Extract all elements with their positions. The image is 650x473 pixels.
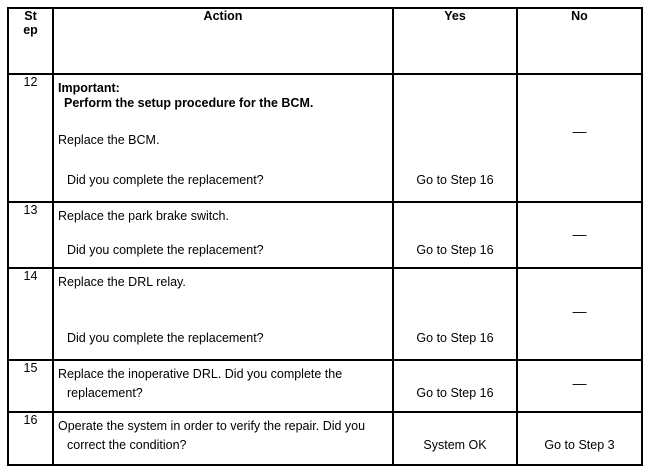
cell-step-number: 16 bbox=[7, 411, 54, 466]
yes-value: Go to Step 16 bbox=[416, 331, 494, 346]
action-line: Replace the BCM. bbox=[58, 133, 160, 147]
column-header-step-line1: St bbox=[24, 9, 37, 23]
cell-action: Operate the system in order to verify th… bbox=[52, 411, 394, 466]
cell-yes: Go to Step 16 bbox=[392, 267, 518, 361]
no-value: Go to Step 3 bbox=[544, 438, 615, 453]
action-line: Replace the inoperative DRL. Did you com… bbox=[58, 366, 343, 381]
table-row: 12 Important: Perform the setup procedur… bbox=[7, 73, 643, 203]
action-line: Perform the setup procedure for the BCM. bbox=[64, 96, 314, 110]
table-row: 14 Replace the DRL relay. Did you comple… bbox=[7, 267, 643, 361]
cell-step-number: 12 bbox=[7, 73, 54, 203]
cell-action: Replace the DRL relay. Did you complete … bbox=[52, 267, 394, 361]
table-row: 16 Operate the system in order to verify… bbox=[7, 411, 643, 466]
cell-step-number: 14 bbox=[7, 267, 54, 361]
column-header-no: No bbox=[516, 7, 643, 75]
cell-yes: Go to Step 16 bbox=[392, 200, 518, 270]
yes-value: System OK bbox=[423, 438, 487, 453]
cell-yes: Go to Step 16 bbox=[392, 358, 518, 414]
cell-action: Replace the park brake switch. Did you c… bbox=[52, 200, 394, 270]
cell-yes: Go to Step 16 bbox=[392, 73, 518, 203]
action-line: Replace the park brake switch. bbox=[58, 208, 229, 223]
table-row: 15 Replace the inoperative DRL. Did you … bbox=[7, 358, 643, 414]
column-header-step: St ep bbox=[7, 7, 54, 75]
cell-action: Replace the inoperative DRL. Did you com… bbox=[52, 358, 394, 414]
action-line: correct the condition? bbox=[67, 438, 187, 453]
action-line: Did you complete the replacement? bbox=[67, 331, 264, 346]
cell-step-number: 15 bbox=[7, 358, 54, 414]
action-line: Operate the system in order to verify th… bbox=[58, 419, 366, 434]
cell-no: — bbox=[516, 200, 643, 270]
no-value: — bbox=[572, 303, 587, 320]
no-value: — bbox=[572, 123, 587, 139]
yes-value: Go to Step 16 bbox=[416, 385, 494, 400]
action-line: Did you complete the replacement? bbox=[67, 242, 264, 257]
action-line: replacement? bbox=[67, 385, 143, 400]
column-header-action: Action bbox=[52, 7, 394, 75]
column-header-step-line2: ep bbox=[23, 23, 38, 38]
cell-no: — bbox=[516, 267, 643, 361]
action-line: Replace the DRL relay. bbox=[58, 275, 186, 290]
cell-no: — bbox=[516, 358, 643, 414]
table-header-row: St ep Action Yes No bbox=[7, 7, 643, 75]
cell-no: Go to Step 3 bbox=[516, 411, 643, 466]
yes-value: Go to Step 16 bbox=[416, 173, 494, 187]
cell-yes: System OK bbox=[392, 411, 518, 466]
action-line: Important: bbox=[58, 81, 120, 95]
no-value: — bbox=[572, 374, 587, 391]
cell-action: Important: Perform the setup procedure f… bbox=[52, 73, 394, 203]
action-line: Did you complete the replacement? bbox=[67, 173, 264, 187]
cell-step-number: 13 bbox=[7, 200, 54, 270]
diagnostic-step-table: St ep Action Yes No 12 Important: Perfor… bbox=[7, 7, 643, 466]
column-header-yes: Yes bbox=[392, 7, 518, 75]
cell-no: — bbox=[516, 73, 643, 203]
table-row: 13 Replace the park brake switch. Did yo… bbox=[7, 200, 643, 270]
no-value: — bbox=[572, 225, 587, 242]
yes-value: Go to Step 16 bbox=[416, 242, 494, 257]
